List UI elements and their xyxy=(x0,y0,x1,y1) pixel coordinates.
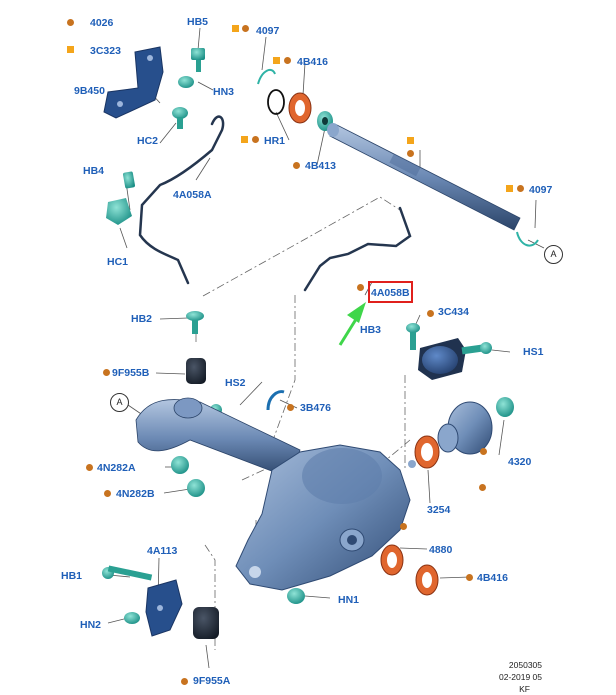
bushing-4n282a xyxy=(171,456,189,474)
legend-square-marker xyxy=(67,46,74,53)
label-4320: 4320 xyxy=(508,456,532,468)
legend-circle-marker xyxy=(67,19,74,26)
square-marker xyxy=(232,25,239,32)
label-4n282b: 4N282B xyxy=(116,488,155,500)
callout-a-left: A xyxy=(110,393,129,412)
bracket-4a113 xyxy=(145,579,183,637)
label-4b416-bottom: 4B416 xyxy=(477,572,508,584)
brake-tube-4a058a xyxy=(138,115,225,285)
label-4a113: 4A113 xyxy=(147,545,178,557)
mount-3c434 xyxy=(418,338,466,380)
circle-marker xyxy=(357,284,364,291)
nut-hn3 xyxy=(178,76,194,88)
bushing-9f955a xyxy=(193,607,219,639)
label-4b416-top: 4B416 xyxy=(297,56,328,68)
label-4b413: 4B413 xyxy=(305,160,336,172)
footer-line3: KF xyxy=(519,684,530,694)
square-marker xyxy=(506,185,513,192)
circle-marker xyxy=(103,369,110,376)
circle-marker xyxy=(252,136,259,143)
differential-housing xyxy=(235,444,416,591)
bearing-4320 xyxy=(437,397,514,455)
label-hb5: HB5 xyxy=(187,16,209,28)
seal-3254 xyxy=(414,435,440,469)
label-9b450: 9B450 xyxy=(74,85,105,97)
pointer-arrow xyxy=(338,302,366,346)
label-4880: 4880 xyxy=(429,544,453,556)
label-hb1: HB1 xyxy=(61,570,83,582)
clip-hc1 xyxy=(106,198,132,225)
seal-4b416-bottom xyxy=(415,564,439,596)
circle-marker xyxy=(181,678,188,685)
label-9f955b: 9F955B xyxy=(112,367,150,379)
bushing-4n282b xyxy=(187,479,205,497)
circle-marker xyxy=(287,404,294,411)
label-3c434: 3C434 xyxy=(438,306,469,318)
circle-marker xyxy=(293,162,300,169)
nut-hn2 xyxy=(124,612,140,624)
circle-marker xyxy=(86,464,93,471)
callout-a-right: A xyxy=(544,245,563,264)
highlighted-part-box: 4A058B xyxy=(368,281,413,303)
legend-square-code: 3C323 xyxy=(90,45,121,57)
bolt-hb2 xyxy=(186,311,204,334)
bracket-9b450 xyxy=(103,46,164,119)
circle-marker xyxy=(407,150,414,157)
o-ring-hr1 xyxy=(267,89,285,115)
label-hb2: HB2 xyxy=(131,313,153,325)
square-marker xyxy=(273,57,280,64)
circle-marker xyxy=(517,185,524,192)
axle-shaft xyxy=(327,123,521,231)
label-hs1: HS1 xyxy=(523,346,544,358)
label-hr1: HR1 xyxy=(264,135,286,147)
label-3254: 3254 xyxy=(427,504,451,516)
bolt-hb5 xyxy=(191,48,205,72)
label-hb3: HB3 xyxy=(360,324,382,336)
circle-marker xyxy=(104,490,111,497)
seal-4880 xyxy=(380,544,404,576)
square-marker xyxy=(407,137,414,144)
label-hn2: HN2 xyxy=(80,619,102,631)
clip-hb4 xyxy=(123,171,135,189)
label-hn3: HN3 xyxy=(213,86,235,98)
circle-marker xyxy=(479,484,486,491)
label-4a058a: 4A058A xyxy=(173,189,212,201)
circle-marker xyxy=(427,310,434,317)
footer-line2: 02-2019 05 xyxy=(498,672,542,682)
clip-4097-right xyxy=(516,231,539,247)
seal-4b416-top xyxy=(288,92,312,124)
label-3b476: 3B476 xyxy=(300,402,331,414)
label-hc1: HC1 xyxy=(107,256,129,268)
label-4a058b: 4A058B xyxy=(371,287,410,299)
circle-marker xyxy=(480,448,487,455)
label-hc2: HC2 xyxy=(137,135,159,147)
footer-line1: 2050305 xyxy=(508,660,542,670)
circle-marker xyxy=(466,574,473,581)
clip-4097-top xyxy=(257,68,276,85)
brake-tube-4a058b xyxy=(303,206,412,292)
label-4n282a: 4N282A xyxy=(97,462,136,474)
circle-marker xyxy=(400,523,407,530)
label-hn1: HN1 xyxy=(338,594,360,606)
label-9f955a: 9F955A xyxy=(193,675,231,687)
circle-marker xyxy=(284,57,291,64)
label-4097-right: 4097 xyxy=(529,184,553,196)
label-4097-top: 4097 xyxy=(256,25,280,37)
nut-hn1 xyxy=(287,588,305,604)
vent-3b476 xyxy=(266,390,285,411)
legend-circle-code: 4026 xyxy=(90,17,114,29)
bolt-hb1 xyxy=(102,565,153,581)
bolt-hb3 xyxy=(406,323,420,350)
bushing-9f955b xyxy=(186,358,206,384)
square-marker xyxy=(241,136,248,143)
label-hs2: HS2 xyxy=(225,377,246,389)
bolt-hc2 xyxy=(172,107,188,129)
bolt-hs1 xyxy=(461,342,492,355)
circle-marker xyxy=(242,25,249,32)
label-hb4: HB4 xyxy=(83,165,105,177)
